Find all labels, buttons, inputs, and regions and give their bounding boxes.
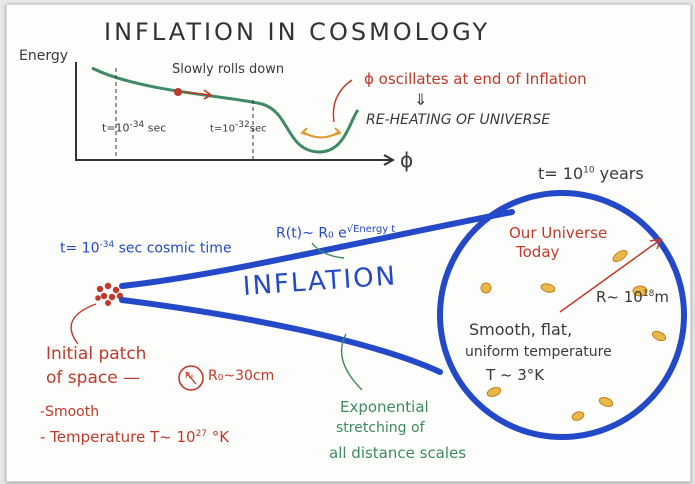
- reheating-text: RE-HEATING OF UNIVERSE: [366, 112, 551, 128]
- t1-label: t=10-34 sec: [102, 120, 166, 135]
- patch-connector: [70, 303, 97, 345]
- t2-exponent: -32: [235, 120, 250, 130]
- smooth-flat-line3: T ~ 3°K: [486, 366, 545, 384]
- phi-axis-label: ϕ: [400, 148, 414, 172]
- oscillation-arrow: [300, 127, 342, 139]
- universe-today-circle: [437, 190, 687, 440]
- initial-patch-dots: [95, 282, 124, 306]
- slowly-rolls-label: Slowly rolls down: [172, 62, 285, 77]
- initial-time-prefix: t= 10: [60, 240, 100, 257]
- t1-unit: sec: [147, 121, 167, 135]
- roll-arrow: [183, 89, 213, 100]
- r0-symbol: R₀: [185, 371, 194, 380]
- initial-time-label: t= 10-34 sec cosmic time: [60, 240, 232, 257]
- today-time-suffix: years: [599, 164, 644, 183]
- potential-curve: [91, 66, 360, 154]
- smooth-property: -Smooth: [40, 404, 100, 420]
- rolling-ball: [174, 88, 182, 96]
- t2-text: t=10: [210, 123, 236, 135]
- our-universe-line2: Today: [516, 243, 560, 261]
- exponential-line3: all distance scales: [329, 444, 467, 462]
- growth-formula-main: R(t)~ R₀ e: [276, 225, 347, 242]
- initial-time-exponent: -34: [99, 240, 115, 250]
- inflation-funnel-top: [119, 209, 515, 289]
- t2-unit: sec: [249, 123, 267, 135]
- oscillates-text: ϕ oscillates at end of Inflation: [364, 70, 587, 88]
- t1-exponent: -34: [129, 120, 145, 130]
- growth-formula: R(t)~ R₀ e√Energy t: [276, 224, 395, 242]
- initial-patch-line1: Initial patch: [46, 344, 147, 364]
- radius-label: R~ 1018m: [596, 288, 669, 306]
- smooth-flat-line2: uniform temperature: [465, 344, 612, 360]
- oscillates-connector: [332, 79, 353, 123]
- r0-radius-line: [185, 371, 197, 385]
- t2-label: t=10-32sec: [210, 120, 267, 134]
- temperature-property: - Temperature T~ 1027 °K: [40, 428, 229, 446]
- radius-arrow: [559, 238, 663, 313]
- energy-graph-axes: [75, 62, 396, 166]
- formula-connector: [311, 242, 345, 259]
- initial-time-suffix: sec cosmic time: [118, 240, 232, 257]
- our-universe-line1: Our Universe: [509, 224, 608, 242]
- today-time-label: t= 1010 years: [538, 164, 644, 183]
- temperature-exponent: 27: [195, 429, 208, 439]
- down-arrow-glyph: ⇓: [414, 90, 428, 109]
- t1-text: t=10: [102, 121, 130, 135]
- inflation-funnel-bottom: [119, 297, 443, 375]
- radius-exponent: 18: [642, 289, 655, 299]
- energy-axis-label: Energy: [19, 48, 69, 64]
- galaxy-icons: [480, 249, 667, 421]
- exponential-connector: [340, 333, 363, 391]
- exponential-line1: Exponential: [340, 398, 429, 416]
- today-time-exponent: 10: [583, 165, 595, 176]
- today-time-prefix: t= 10: [538, 164, 584, 183]
- exponential-line2: stretching of: [336, 420, 425, 436]
- temperature-prefix: - Temperature T~ 10: [40, 428, 196, 446]
- page-title: INFLATION IN COSMOLOGY: [104, 18, 491, 46]
- r0-circle: [178, 365, 204, 391]
- temperature-suffix: °K: [211, 428, 230, 446]
- r0-value: R₀~30cm: [208, 368, 275, 384]
- smooth-flat-line1: Smooth, flat,: [469, 320, 573, 339]
- radius-suffix: m: [654, 288, 669, 306]
- initial-patch-line2: of space —: [46, 368, 141, 388]
- growth-formula-exponent: √Energy t: [346, 224, 396, 235]
- radius-prefix: R~ 10: [596, 288, 643, 306]
